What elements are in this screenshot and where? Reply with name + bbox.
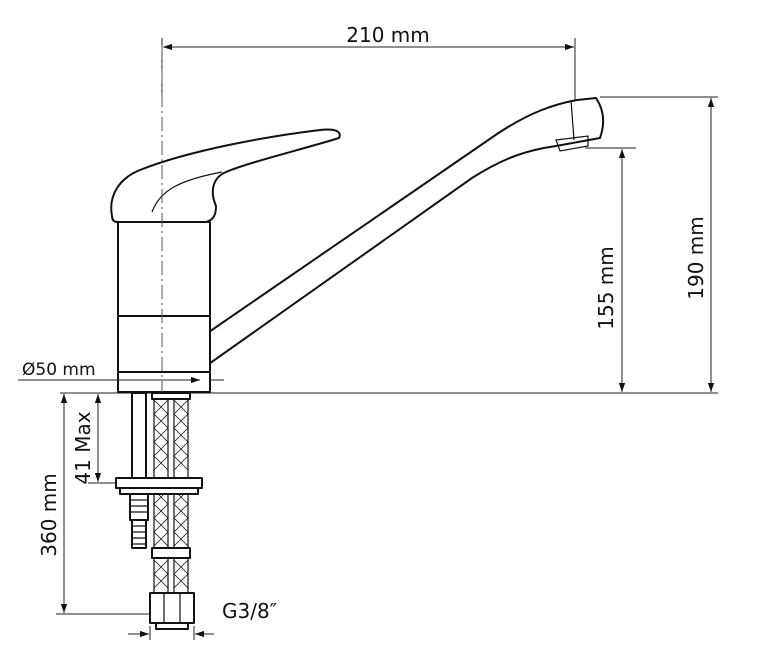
spout-reach-label: 210 mm	[346, 23, 430, 47]
spout-height-label: 155 mm	[594, 246, 618, 330]
dimension-base-diameter: Ø50 mm	[18, 360, 224, 384]
total-height-label: 190 mm	[684, 216, 708, 300]
dimension-thread: G3/8″	[128, 599, 277, 640]
dimension-total-height: 190 mm	[600, 96, 718, 392]
dimension-spout-height: 155 mm	[585, 147, 636, 392]
under-deck-assembly	[115, 392, 203, 630]
mount-thickness-label: 41 Max	[71, 411, 95, 484]
dimension-spout-reach: 210 mm	[161, 23, 576, 100]
hose-length-label: 360 mm	[37, 473, 61, 557]
dimension-hose-length: 360 mm	[37, 394, 150, 615]
faucet-body	[110, 45, 605, 630]
dimension-mount-thickness: 41 Max	[71, 394, 116, 485]
thread-label: G3/8″	[222, 599, 277, 623]
base-diameter-label: Ø50 mm	[22, 360, 96, 380]
